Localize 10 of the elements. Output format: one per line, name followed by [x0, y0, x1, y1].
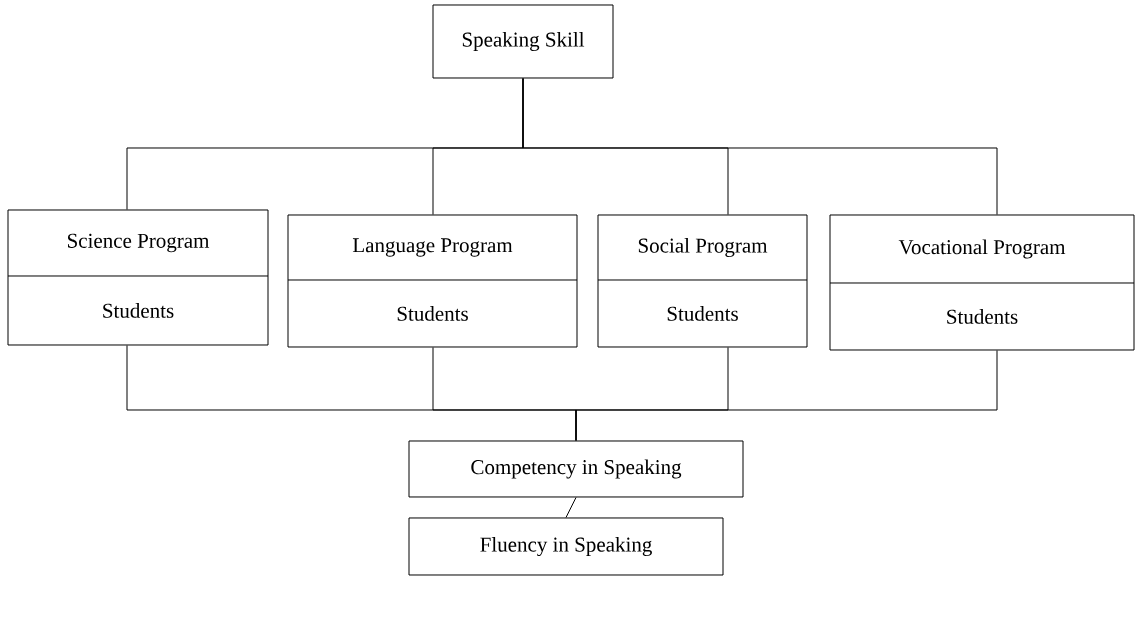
- connector-line: [575, 350, 998, 441]
- program-box: Language Program Students: [287, 214, 578, 348]
- process-box: Speaking Skill: [432, 4, 614, 79]
- program-box: Vocational Program Students: [829, 214, 1135, 351]
- program-box: Social Program Students: [597, 214, 808, 348]
- connector-line: [522, 78, 998, 215]
- process-box: Fluency in Speaking: [408, 517, 724, 576]
- program-box: Science Program Students: [7, 209, 269, 346]
- connector-line: [565, 497, 577, 518]
- process-box: Competency in Speaking: [408, 440, 744, 498]
